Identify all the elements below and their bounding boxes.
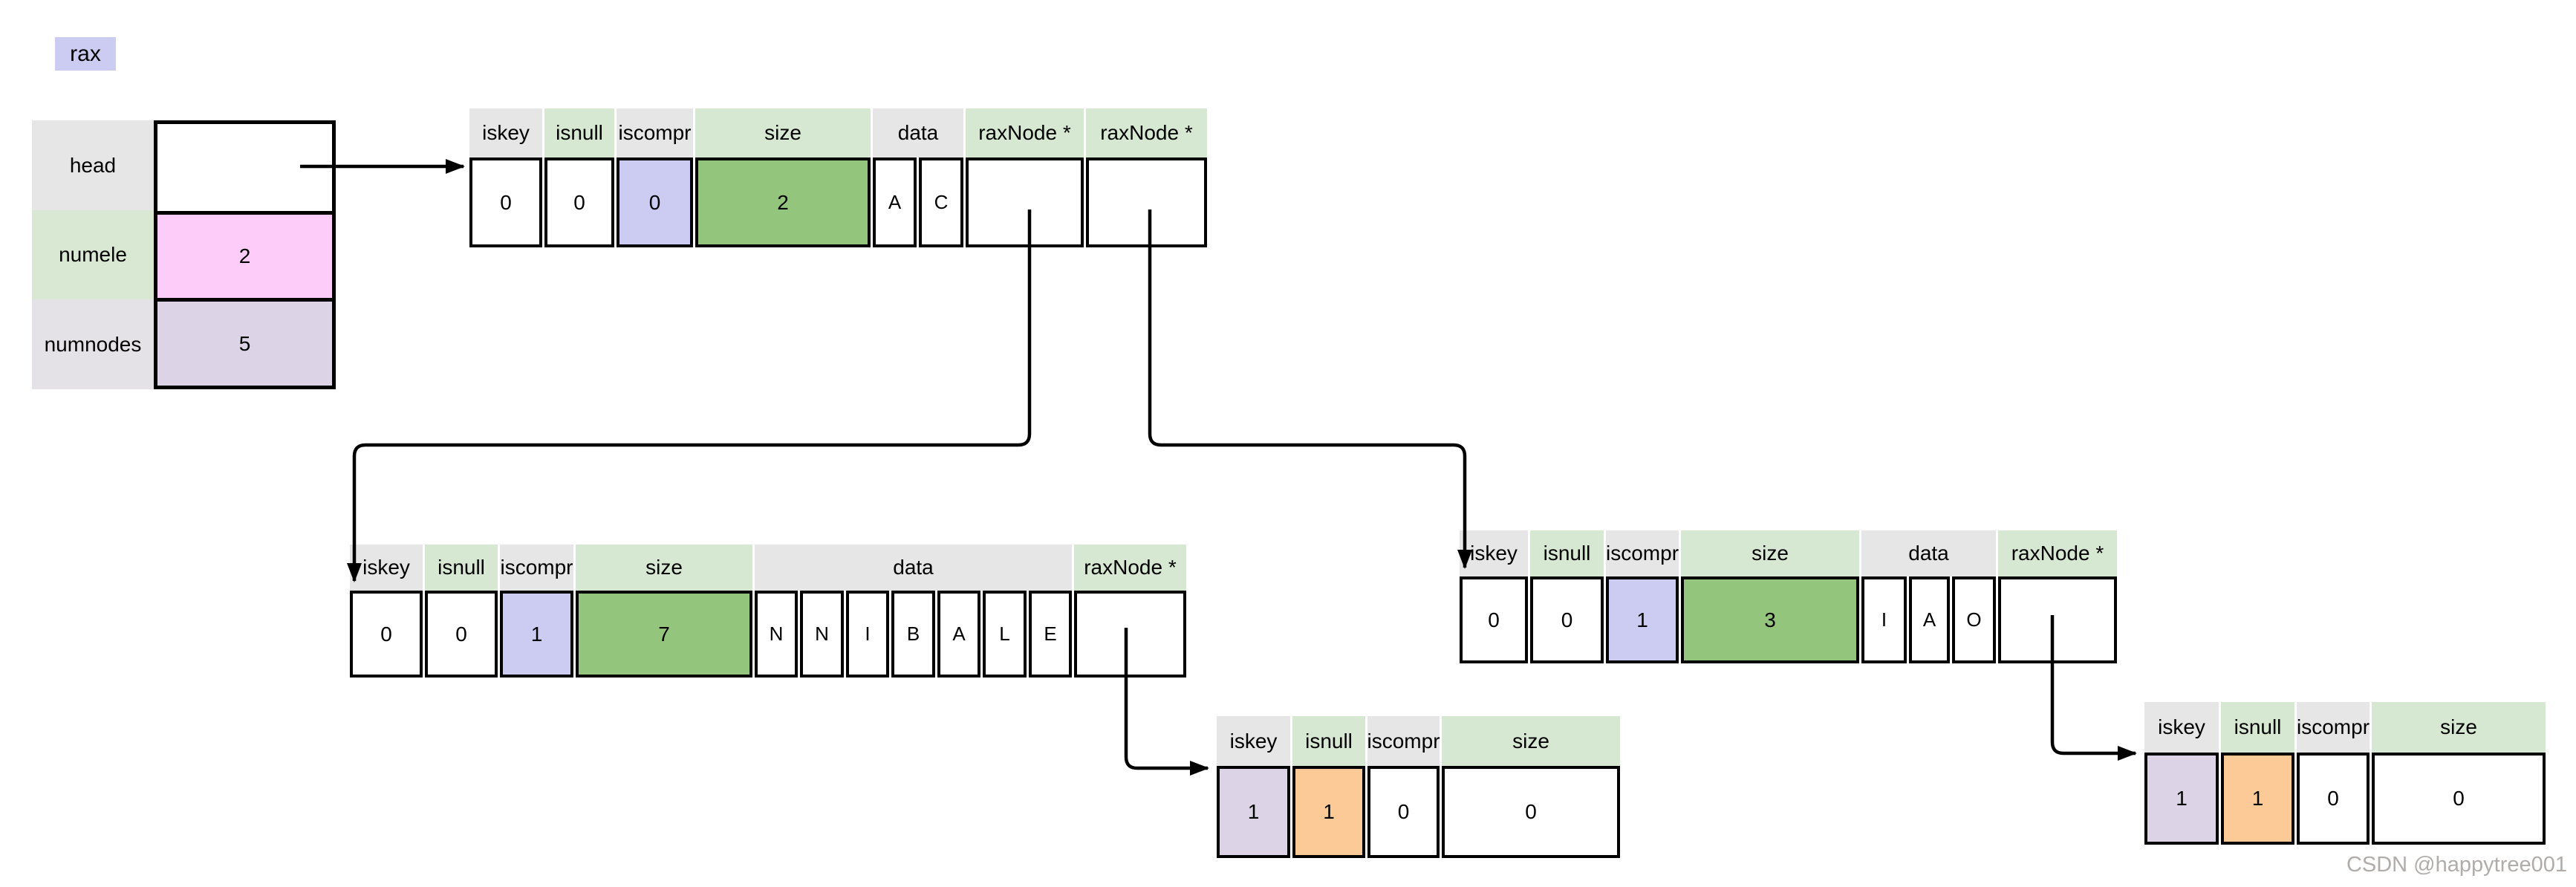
cell-iscompr: 0: [617, 157, 693, 247]
raxnode-child-a-header: iskey isnull iscompr size data raxNode *: [350, 545, 1186, 591]
cell-isnull: 0: [1530, 576, 1604, 663]
rax-struct-labels: head numele numnodes: [32, 120, 154, 389]
header-isnull: isnull: [425, 545, 498, 591]
cell-data-char: I: [1861, 576, 1907, 663]
header-data: data: [755, 545, 1072, 591]
cell-data-char: A: [937, 591, 980, 678]
header-iskey: iskey: [1217, 716, 1290, 766]
header-data: data: [873, 108, 963, 157]
raxnode-root: iskey isnull iscompr size data raxNode *…: [469, 108, 1207, 247]
cell-data-char: A: [873, 157, 917, 247]
cell-data-char: N: [800, 591, 844, 678]
header-isnull: isnull: [2221, 702, 2294, 753]
cell-raxnode-ptr: [966, 157, 1084, 247]
cell-iskey: 0: [350, 591, 423, 678]
struct-value-numnodes: 5: [157, 298, 332, 386]
cell-size: 3: [1681, 576, 1859, 663]
header-iscompr: iscompr: [2297, 702, 2370, 753]
cell-iscompr: 0: [2297, 753, 2370, 845]
arrow-root-ptr0-to-child-a: [347, 209, 1032, 582]
cell-raxnode-ptr: [1998, 576, 2117, 663]
cell-iscompr: 1: [500, 591, 573, 678]
cell-isnull: 1: [2221, 753, 2294, 845]
header-raxnode-ptr: raxNode *: [1074, 545, 1186, 591]
raxnode-root-header: iskey isnull iscompr size data raxNode *…: [469, 108, 1207, 157]
cell-isnull: 0: [544, 157, 614, 247]
cell-size: 2: [695, 157, 871, 247]
raxnode-leaf-c: iskey isnull iscompr size 1 1 0 0: [2144, 702, 2546, 845]
header-size: size: [2372, 702, 2546, 753]
raxnode-leaf-a-values: 1 1 0 0: [1217, 766, 1620, 858]
header-isnull: isnull: [544, 108, 614, 157]
cell-iskey: 0: [1460, 576, 1528, 663]
struct-label-numnodes: numnodes: [32, 299, 154, 389]
cell-iskey: 1: [1217, 766, 1290, 858]
raxnode-root-values: 0 0 0 2 A C: [469, 157, 1207, 247]
header-size: size: [576, 545, 752, 591]
raxnode-child-a-values: 0 0 1 7 N N I B A L E: [350, 591, 1186, 678]
header-size: size: [695, 108, 871, 157]
cell-iskey: 1: [2144, 753, 2219, 845]
arrow-root-ptr1-to-child-c: [1148, 209, 1472, 569]
header-iscompr: iscompr: [1606, 530, 1679, 576]
raxnode-child-c: iskey isnull iscompr size data raxNode *…: [1460, 530, 2117, 663]
raxnode-leaf-c-values: 1 1 0 0: [2144, 753, 2546, 845]
raxnode-child-a: iskey isnull iscompr size data raxNode *…: [350, 545, 1186, 678]
cell-data-char: L: [983, 591, 1027, 678]
cell-isnull: 0: [425, 591, 498, 678]
raxnode-leaf-a: iskey isnull iscompr size 1 1 0 0: [1217, 716, 1620, 858]
cell-data-char: C: [919, 157, 963, 247]
rax-tag: rax: [55, 37, 116, 71]
cell-iskey: 0: [469, 157, 542, 247]
header-size: size: [1681, 530, 1859, 576]
header-iskey: iskey: [469, 108, 542, 157]
rax-struct-values: 2 5: [154, 120, 336, 389]
raxnode-leaf-a-header: iskey isnull iscompr size: [1217, 716, 1620, 766]
cell-raxnode-ptr: [1086, 157, 1207, 247]
header-size: size: [1442, 716, 1620, 766]
struct-label-head: head: [32, 120, 154, 210]
watermark: CSDN @happytree001: [2346, 853, 2567, 877]
cell-iscompr: 1: [1606, 576, 1679, 663]
header-isnull: isnull: [1530, 530, 1604, 576]
cell-iscompr: 0: [1367, 766, 1440, 858]
header-iscompr: iscompr: [500, 545, 573, 591]
header-iskey: iskey: [1460, 530, 1528, 576]
cell-size: 0: [2372, 753, 2546, 845]
header-iscompr: iscompr: [1367, 716, 1440, 766]
cell-size: 0: [1442, 766, 1620, 858]
cell-raxnode-ptr: [1074, 591, 1186, 678]
cell-size: 7: [576, 591, 752, 678]
header-raxnode-ptr: raxNode *: [966, 108, 1084, 157]
struct-value-numele: 2: [157, 211, 332, 298]
header-iskey: iskey: [350, 545, 423, 591]
struct-label-numele: numele: [32, 210, 154, 299]
header-raxnode-ptr: raxNode *: [1998, 530, 2117, 576]
header-raxnode-ptr: raxNode *: [1086, 108, 1207, 157]
raxnode-leaf-c-header: iskey isnull iscompr size: [2144, 702, 2546, 753]
cell-data-char: B: [891, 591, 935, 678]
cell-data-char: I: [846, 591, 889, 678]
header-iskey: iskey: [2144, 702, 2219, 753]
cell-isnull: 1: [1292, 766, 1365, 858]
header-iscompr: iscompr: [617, 108, 693, 157]
raxnode-child-c-values: 0 0 1 3 I A O: [1460, 576, 2117, 663]
cell-data-char: E: [1029, 591, 1072, 678]
raxnode-child-c-header: iskey isnull iscompr size data raxNode *: [1460, 530, 2117, 576]
cell-data-char: N: [755, 591, 798, 678]
struct-value-head: [157, 124, 332, 211]
cell-data-char: A: [1909, 576, 1950, 663]
header-data: data: [1861, 530, 1996, 576]
cell-data-char: O: [1952, 576, 1996, 663]
header-isnull: isnull: [1292, 716, 1365, 766]
